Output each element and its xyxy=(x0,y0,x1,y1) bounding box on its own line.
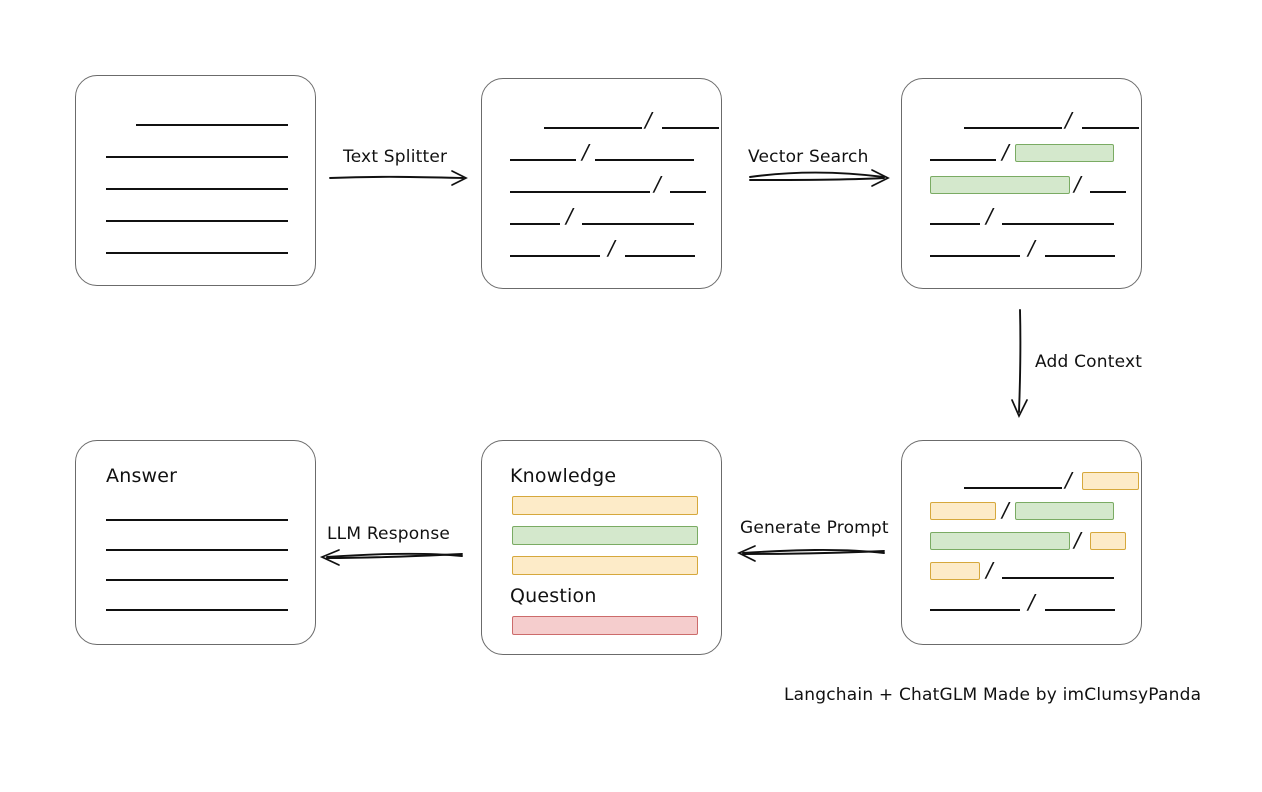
text-rule xyxy=(510,159,576,161)
node-prompt-heading-1: Question xyxy=(510,585,597,607)
text-rule xyxy=(1002,223,1114,225)
separator-slash-icon: / xyxy=(1065,108,1072,132)
text-rule xyxy=(106,188,288,190)
text-rule xyxy=(930,159,996,161)
separator-slash-icon: / xyxy=(608,236,615,260)
text-rule xyxy=(964,127,1062,129)
text-rule xyxy=(670,191,706,193)
llm-response-arrow xyxy=(319,549,463,566)
text-rule xyxy=(106,609,288,611)
text-rule xyxy=(930,223,980,225)
highlight-chip-green xyxy=(930,176,1070,194)
separator-slash-icon: / xyxy=(1065,468,1072,492)
separator-slash-icon: / xyxy=(986,558,993,582)
text-rule xyxy=(106,156,288,158)
text-rule xyxy=(1045,609,1115,611)
text-rule xyxy=(510,191,650,193)
separator-slash-icon: / xyxy=(1074,528,1081,552)
edge-label-add-context: Add Context xyxy=(1035,352,1143,372)
node-answer: Answer xyxy=(75,440,316,645)
separator-slash-icon: / xyxy=(566,204,573,228)
prompt-bar-green xyxy=(512,526,698,545)
separator-slash-icon: / xyxy=(986,204,993,228)
edge-label-generate-prompt: Generate Prompt xyxy=(740,518,889,538)
text-rule xyxy=(544,127,642,129)
text-rule xyxy=(1045,255,1115,257)
highlight-chip-yellow xyxy=(930,502,996,520)
edge-label-text-splitter: Text Splitter xyxy=(343,147,448,167)
generate-prompt-arrow xyxy=(736,545,885,562)
separator-slash-icon: / xyxy=(582,140,589,164)
node-answer-title: Answer xyxy=(106,465,178,487)
text-rule xyxy=(625,255,695,257)
text-rule xyxy=(106,252,288,254)
prompt-bar-red xyxy=(512,616,698,635)
text-rule xyxy=(1090,191,1126,193)
text-rule xyxy=(510,255,600,257)
text-splitter-arrow xyxy=(329,170,468,186)
highlight-chip-yellow xyxy=(1090,532,1126,550)
text-rule xyxy=(662,127,719,129)
highlight-chip-yellow xyxy=(930,562,980,580)
text-rule xyxy=(510,223,560,225)
highlight-chip-green xyxy=(1015,502,1114,520)
node-source_document xyxy=(75,75,316,286)
text-rule xyxy=(106,579,288,581)
prompt-bar-yellow xyxy=(512,496,698,515)
node-prompt-heading-0: Knowledge xyxy=(510,465,617,487)
separator-slash-icon: / xyxy=(1028,590,1035,614)
separator-slash-icon: / xyxy=(645,108,652,132)
text-rule xyxy=(106,519,288,521)
separator-slash-icon: / xyxy=(1028,236,1035,260)
text-rule xyxy=(136,124,288,126)
add-context-arrow xyxy=(1011,309,1028,419)
node-search_results: / / / / / xyxy=(901,78,1142,289)
separator-slash-icon: / xyxy=(654,172,661,196)
highlight-chip-yellow xyxy=(1082,472,1139,490)
separator-slash-icon: / xyxy=(1002,140,1009,164)
node-context_chunks: / / / / / xyxy=(901,440,1142,645)
text-rule xyxy=(930,255,1020,257)
edge-label-vector-search: Vector Search xyxy=(748,147,869,167)
highlight-chip-green xyxy=(1015,144,1114,162)
text-rule xyxy=(582,223,694,225)
text-rule xyxy=(106,220,288,222)
highlight-chip-green xyxy=(930,532,1070,550)
edge-label-llm-response: LLM Response xyxy=(327,524,451,544)
prompt-bar-yellow xyxy=(512,556,698,575)
diagram-caption: Langchain + ChatGLM Made by imClumsyPand… xyxy=(784,685,1202,705)
separator-slash-icon: / xyxy=(1074,172,1081,196)
text-rule xyxy=(1082,127,1139,129)
text-rule xyxy=(1002,577,1114,579)
text-rule xyxy=(964,487,1062,489)
vector-search-arrow xyxy=(749,169,890,187)
text-rule xyxy=(106,549,288,551)
separator-slash-icon: / xyxy=(1002,498,1009,522)
text-rule xyxy=(930,609,1020,611)
text-rule xyxy=(595,159,694,161)
node-split_chunks: / / / / / xyxy=(481,78,722,289)
